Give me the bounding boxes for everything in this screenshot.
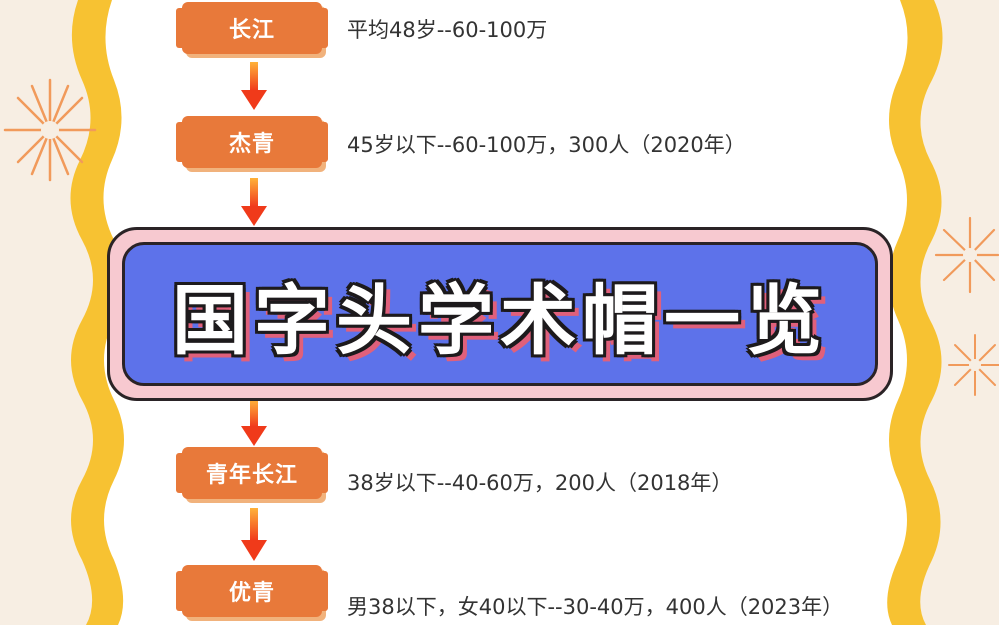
level-node-qingnian-changjiang: 青年长江 (176, 447, 328, 499)
level-description: 平均48岁--60-100万 (347, 18, 548, 42)
level-name: 长江 (228, 18, 275, 43)
flow-arrow-down-icon (241, 508, 267, 561)
level-description: 45岁以下--60-100万，300人（2020年） (347, 133, 746, 157)
flow-arrow-down-icon (241, 400, 267, 446)
level-name: 杰青 (228, 132, 275, 157)
banner-title: 国字头学术帽一览 (172, 276, 828, 365)
level-node-youqing: 优青 (176, 565, 328, 617)
title-banner-inner: 国字头学术帽一览 (122, 242, 878, 386)
level-name: 优青 (228, 581, 275, 606)
firework-decoration-right-top (934, 216, 999, 294)
firework-decoration-left (3, 78, 97, 182)
flow-arrow-down-icon (241, 178, 267, 226)
firework-decoration-right-bottom (948, 334, 999, 396)
level-name: 青年长江 (205, 463, 298, 488)
level-description: 男38以下，女40以下--30-40万，400人（2023年） (347, 595, 844, 619)
level-node-changjiang: 长江 (176, 2, 328, 54)
level-node-jieqing: 杰青 (176, 116, 328, 168)
flow-arrow-down-icon (241, 62, 267, 110)
title-banner: 国字头学术帽一览 (107, 227, 893, 401)
level-description: 38岁以下--40-60万，200人（2018年） (347, 471, 733, 495)
